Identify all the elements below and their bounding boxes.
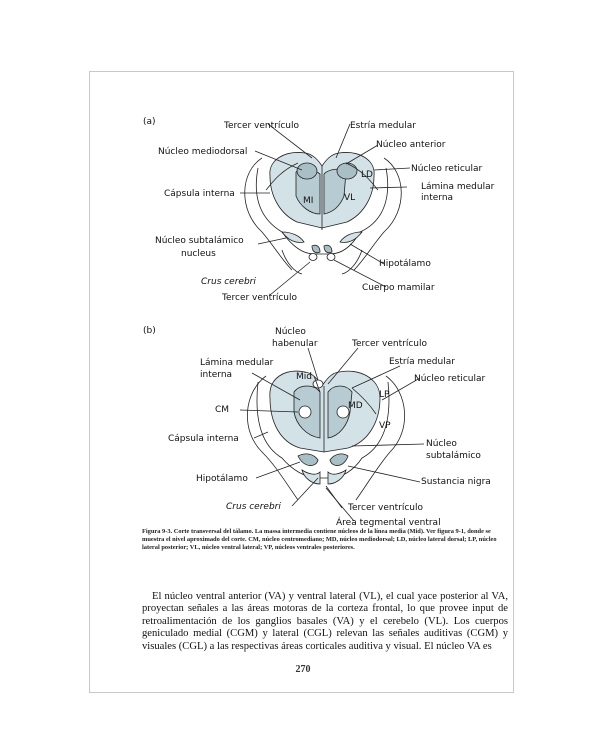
label-a-estria-medular: Estría medular [350,121,416,131]
label-a-lamina-line1: Lámina medular [421,182,495,192]
page-number: 270 [295,664,311,675]
panel-a-subthalamic-left [281,231,305,243]
label-a-mi: MI [303,196,313,206]
label-b-sustancia-nigra: Sustancia nigra [421,477,491,487]
label-b-capsula-interna: Cápsula interna [168,434,239,444]
label-b-md: MD [348,401,363,411]
label-b-habenular-line1: Núcleo [275,327,306,337]
panel-a-crus-left [281,249,303,275]
label-b-hipotalamo: Hipotálamo [196,474,248,484]
label-a-crus-cerebri: Crus cerebri [201,277,256,287]
panel-a-letter: (a) [143,117,156,127]
label-a-subtalamico-line2: nucleus [181,249,216,259]
panel-b-subthalamic-right [329,453,349,466]
panel-a-ld-right [336,162,358,180]
label-a-hipotalamo: Hipotálamo [379,259,431,269]
label-b-tercer-ventriculo-bottom: Tercer ventrículo [347,503,424,513]
label-b-habenular-line2: habenular [272,339,318,349]
label-b-crus-cerebri: Crus cerebri [226,502,281,512]
label-b-vp: VP [379,421,391,431]
panel-a-subthalamic-right [339,231,363,243]
label-b-cm: CM [215,405,229,415]
label-b-subtalamico-line2: subtalámico [426,451,481,461]
figure-caption: Figura 9-3. Corte transversal del tálamo… [142,528,497,551]
label-a-lamina-line2: interna [421,193,453,203]
label-a-vl: VL [344,193,355,203]
panel-a-drawing [240,123,411,296]
panel-a-mamillary-right [326,253,336,261]
label-a-cuerpo-mamilar: Cuerpo mamilar [362,283,435,293]
panel-a-capsule-left [244,157,293,271]
panel-a-mamillary-left [308,253,318,261]
panel-a-outer-contour [255,167,389,255]
panel-b-outer-contour [256,381,390,479]
label-b-lamina-line2: interna [200,370,232,380]
panel-b-cm-left [298,405,312,419]
panel-b-drawing [239,347,425,522]
panel-b-cm-right [336,405,350,419]
panel-a-ld-left [296,162,318,180]
label-a-ld: LD [361,170,373,180]
label-b-lp: LP [379,390,390,400]
body-paragraph: El núcleo ventral anterior (VA) y ventra… [142,591,508,652]
label-a-nucleo-anterior: Núcleo anterior [376,140,446,150]
panel-b-subthalamic-left [297,453,319,466]
label-a-subtalamico-line1: Núcleo subtalámico [155,236,244,246]
panel-b-letter: (b) [143,326,156,336]
label-b-mid: Mid [296,372,312,382]
label-b-nucleo-reticular: Núcleo reticular [414,374,486,384]
label-a-nucleo-mediodorsal: Núcleo mediodorsal [158,147,247,157]
label-b-tercer-ventriculo-top: Tercer ventrículo [351,339,428,349]
panel-b-nigra-right [327,469,347,485]
panel-a-capsule-right [353,157,402,271]
panel-b-capsule-left [247,375,299,501]
label-a-tercer-ventriculo-bottom: Tercer ventrículo [221,293,298,303]
panel-b-nigra-left [301,469,321,485]
label-a-capsula-interna: Cápsula interna [164,189,235,199]
label-b-lamina-line1: Lámina medular [200,358,274,368]
label-b-area-tegmental: Área tegmental ventral [336,516,441,528]
label-a-tercer-ventriculo-top: Tercer ventrículo [223,121,300,131]
label-a-nucleo-reticular: Núcleo reticular [411,164,483,174]
label-b-subtalamico-line1: Núcleo [426,439,457,449]
panel-b-capsule-right [355,375,405,501]
label-b-estria-medular: Estría medular [389,357,455,367]
panel-a-crus-right [341,249,363,275]
